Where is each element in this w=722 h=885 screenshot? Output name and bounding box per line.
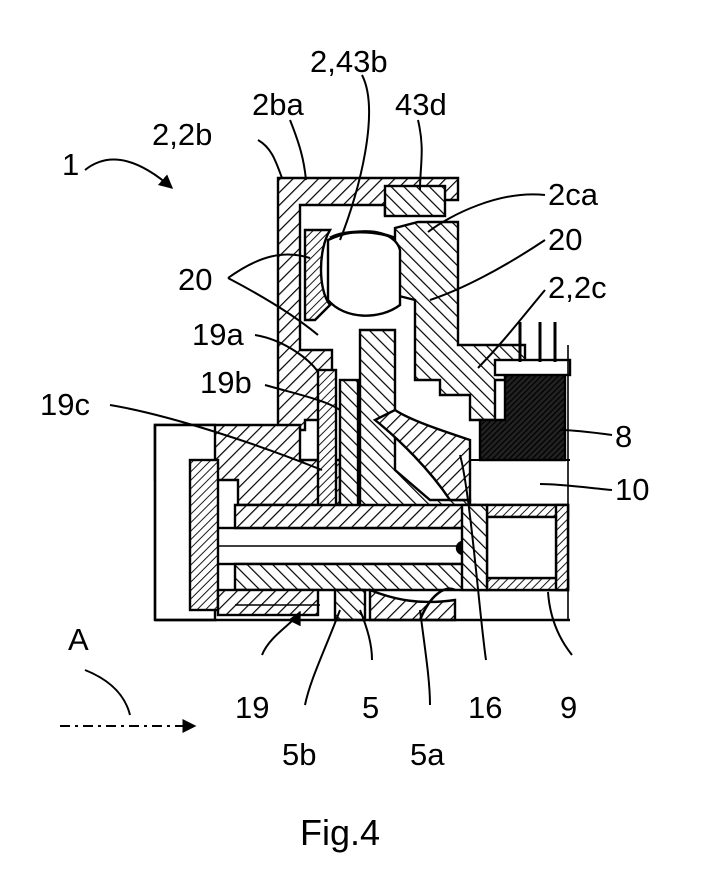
cylinder-9-inner	[487, 517, 556, 578]
label-2-43b: 2,43b	[310, 44, 388, 79]
impeller-5	[335, 590, 365, 620]
leader-10	[540, 484, 612, 490]
impeller-5a	[370, 590, 455, 620]
leader-1	[85, 160, 172, 188]
label-43d: 43d	[395, 87, 447, 122]
part-43d	[385, 186, 445, 216]
label-19b: 19b	[200, 365, 252, 400]
label-2ca: 2ca	[548, 177, 599, 212]
label-1: 1	[62, 147, 79, 182]
label-10: 10	[615, 472, 649, 507]
bearing-lower-left	[190, 460, 218, 610]
volute-wall	[305, 230, 330, 320]
label-2-2b: 2,2b	[152, 117, 212, 152]
label-20-left: 20	[178, 262, 212, 297]
leader-5a	[420, 610, 430, 705]
leader-2ba	[290, 120, 306, 180]
label-5: 5	[362, 690, 379, 725]
label-19: 19	[235, 690, 269, 725]
label-8: 8	[615, 419, 632, 454]
leader-A	[85, 670, 130, 715]
leader-19	[262, 612, 300, 655]
label-9: 9	[560, 690, 577, 725]
figure-caption: Fig.4	[300, 812, 380, 853]
bearing-19a	[318, 370, 336, 510]
label-A: A	[68, 622, 89, 657]
label-5a: 5a	[410, 737, 445, 772]
shaft-housing-upper	[235, 505, 475, 528]
leader-2-2b	[258, 140, 282, 178]
shaft-housing-lower	[235, 564, 475, 590]
label-19a: 19a	[192, 317, 244, 352]
label-5b: 5b	[282, 737, 316, 772]
label-19c: 19c	[40, 387, 90, 422]
label-16: 16	[468, 690, 502, 725]
volute-cavity	[328, 231, 400, 315]
leader-5b	[305, 610, 340, 705]
gear-left	[218, 590, 318, 615]
label-2ba: 2ba	[252, 87, 304, 122]
label-20-right: 20	[548, 222, 582, 257]
label-2-2c: 2,2c	[548, 270, 607, 305]
leader-2-43b	[340, 75, 369, 240]
cylinder-9-wall-right	[556, 505, 568, 590]
bearing-19b	[340, 380, 358, 510]
